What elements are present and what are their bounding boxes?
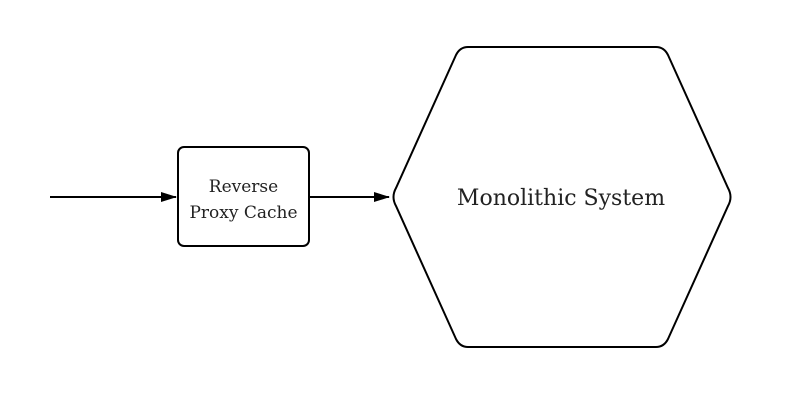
reverse-proxy-cache-node: Reverse Proxy Cache	[177, 146, 310, 247]
monolithic-system-node: Monolithic System	[392, 46, 732, 348]
monolithic-system-hexagon	[392, 46, 732, 348]
reverse-proxy-cache-label-line2: Proxy Cache	[189, 203, 297, 223]
monolithic-system-label: Monolithic System	[457, 186, 665, 211]
reverse-proxy-cache-label-line1: Reverse	[209, 177, 278, 197]
